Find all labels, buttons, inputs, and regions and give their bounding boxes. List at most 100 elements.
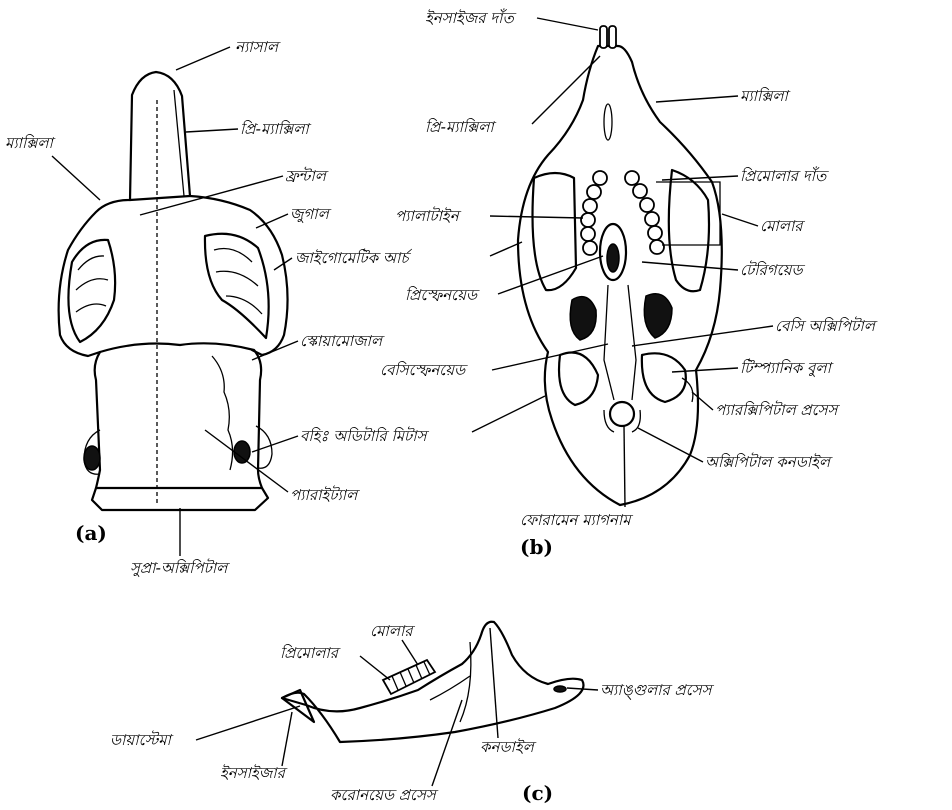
tooth [645,212,659,226]
right-tympanic-bulla [642,353,686,402]
label-premaxilla-b: প্রি-ম্যাক্সিলা [425,118,496,136]
basioccipital-strip [604,285,636,400]
panel-c [282,622,583,742]
leader-premolar-c [360,656,390,680]
tooth [587,185,601,199]
leader-parietal [205,430,288,492]
panel-c-labels: মোলার প্রিমোলার অ্যাঙ্গুলার প্রসেস ডায়া… [110,622,715,805]
tooth [583,241,597,255]
leader-molar-b [722,214,758,226]
leader-palatine [490,216,583,218]
leader-tympanic-bulla [672,368,738,372]
label-premaxilla-a: প্রি-ম্যাক্সিলা [240,120,311,138]
label-maxilla-a: ম্যাক্সিলা [5,134,56,152]
tooth [633,184,647,198]
left-orbit [68,240,115,342]
leader-incisor-c [282,712,292,766]
leader-auditory-meatus-b [472,396,545,432]
label-occipital-condyle: অক্সিপিটাল কনডাইল [705,452,833,471]
leader-diastema [196,706,300,740]
right-tooth-row [625,171,664,254]
right-auditory-meatus [234,441,250,463]
lower-tooth-row [383,660,435,694]
leader-premaxilla-a [186,129,238,132]
leader-squamosal [252,341,298,360]
molar-bracket [656,182,720,245]
label-condyle: কনডাইল [480,738,537,756]
incisive-foramen [604,104,612,140]
left-tooth-row [581,171,607,255]
right-orbital-cavity [669,170,709,291]
angular-stipple [554,686,566,692]
leader-basisphenoid [492,344,608,370]
tooth [581,213,595,227]
label-basisphenoid: বেসিস্ফেনয়েড [380,361,468,379]
presphenoid-fill [607,244,619,272]
leader-nasal [176,47,230,70]
left-orbit-shading [76,256,108,312]
foramen-magnum [610,402,634,426]
label-supraoccipital: সুপ্রা-অক্সিপিটাল [130,558,230,577]
leader-maxilla-b [656,96,738,102]
panel-b-labels: ইনসাইজর দাঁত ম্যাক্সিলা প্রি-ম্যাক্সিলা … [380,8,878,559]
label-frontal: ফ্রন্টাল [285,166,329,185]
leader-maxilla-a [52,156,100,200]
panel-b-tag: (b) [520,535,553,559]
tooth [581,227,595,241]
leader-pterygoid [642,262,738,270]
left-orbital-cavity [533,173,577,290]
label-foramen-magnum: ফোরামেন ম্যাগনাম [520,511,633,529]
label-premolar-teeth: প্রিমোলার দাঁত [740,166,829,185]
leader-presphenoid [498,256,603,294]
tooth [648,226,662,240]
leader-molar-c [402,640,418,665]
leader-frontal [140,176,283,215]
incisor-left [600,26,607,48]
label-coronoid-process: করোনয়েড প্রসেস [330,786,439,804]
mandible-outline [282,622,583,742]
leader-premolar-teeth [662,176,738,180]
label-tympanic-bulla: টিম্প্যানিক বুলা [740,358,834,377]
left-tympanic-bulla [559,353,598,406]
supraoccipital-plate [92,488,268,510]
tooth [650,240,664,254]
label-parietal: প্যারাইট্যাল [290,485,360,504]
squamosal-ridge [212,356,233,470]
label-pterygoid: টেরিগয়েড [740,260,805,279]
label-incisor-teeth: ইনসাইজর দাঁত [425,8,516,27]
leader-paroccipital-process [692,392,713,410]
label-external-auditory-meatus: বহিঃ অডিটারি মিটাস [300,426,430,445]
label-incisor-c: ইনসাইজার [220,764,288,782]
tooth [593,171,607,185]
leader-condyle [490,628,498,738]
label-squamosal: স্কোয়ামোজাল [300,332,385,350]
leader-foramen-magnum [624,426,625,507]
nasal-bone [130,72,190,200]
leader-incisor-teeth [537,18,598,30]
label-premolar-c: প্রিমোলার [280,644,341,662]
leader-coronoid-process [432,700,462,786]
label-diastema: ডায়াস্টেমা [110,730,174,749]
incisor-right [609,26,616,48]
label-molar-b: মোলার [760,217,805,235]
label-basioccipital: বেসি অক্সিপিটাল [775,316,878,335]
tooth [625,171,639,185]
panel-c-tag: (c) [522,781,553,805]
label-palatine: প্যালাটাইন [395,206,462,225]
parietal-region [95,343,262,488]
leader-angular-process [567,688,598,690]
left-foramen-blob [570,297,596,340]
label-molar-c: মোলার [370,622,415,640]
leader-jugal [256,214,288,228]
label-presphenoid: প্রিস্ফেনয়েড [405,286,480,304]
label-paroccipital-process: প্যারক্সিপিটাল প্রসেস [715,400,841,419]
tooth [640,198,654,212]
label-zygomatic-arch: জাইগোমেটিক আর্চ [295,248,412,267]
right-orbit-shading [214,249,262,315]
left-auditory-meatus [84,446,100,470]
leader-premaxilla-b [532,56,600,124]
label-angular-process: অ্যাঙ্গুলার প্রসেস [600,681,715,700]
tooth [583,199,597,213]
label-nasal: ন্যাসাল [235,38,281,56]
